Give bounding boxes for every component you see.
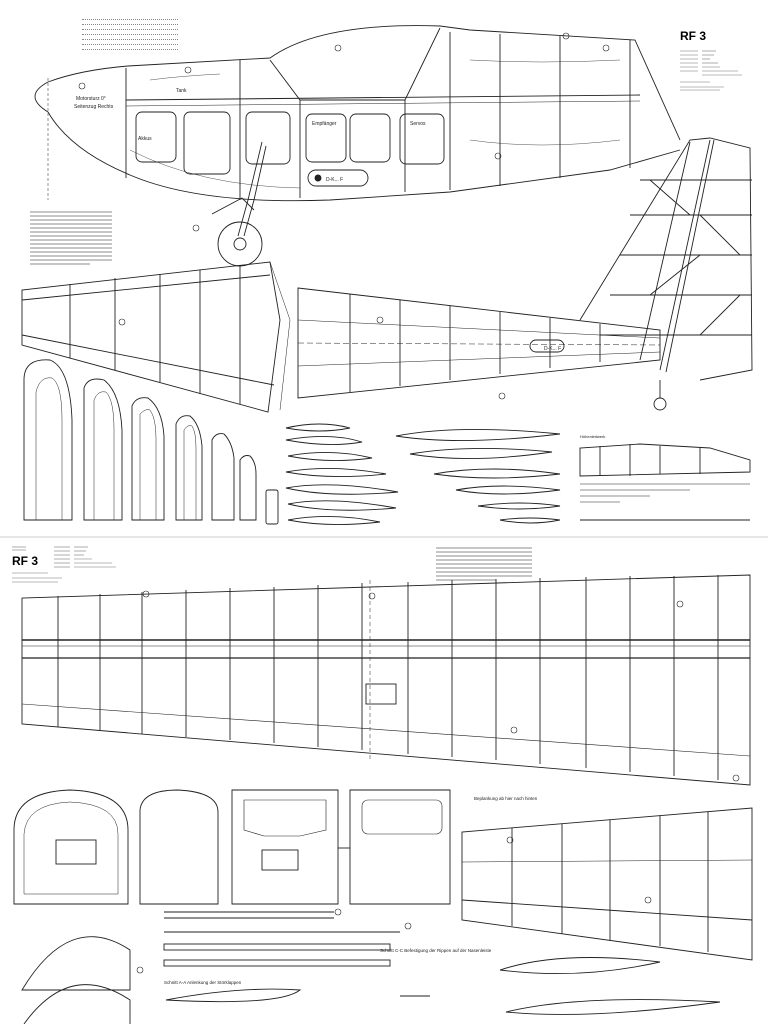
stabilizer-note: Höhenleitwerk [580, 434, 605, 439]
registration-label: D-K... F [326, 177, 343, 183]
receiver-label: Empfänger [312, 121, 337, 127]
flap-section-label: Schnitt A-A Anlenkung der Störklappen [164, 980, 242, 985]
vertical-tail [579, 137, 753, 411]
wing-note: Beplankung ab hier nach hinten [474, 796, 538, 801]
plan-title-bottom: RF 3 [12, 554, 39, 568]
servos-label: Servos [410, 121, 426, 127]
spec-lines-top [680, 50, 742, 91]
tailplane [461, 807, 753, 961]
spec-block-bottom [12, 545, 122, 590]
description-lines-bottom [436, 547, 532, 581]
tail-registration-label: D-K... F [544, 346, 561, 352]
plan-title-top: RF 3 [680, 29, 707, 43]
motor-label: Motorsturz 0° [76, 96, 106, 102]
small-side-view [579, 443, 751, 521]
tank-label: Tank [176, 88, 187, 94]
landing-gear-note [30, 210, 114, 274]
rib-section-label: Schnitt C-C Befestigung der Rippen auf d… [380, 948, 492, 953]
bottom-parts [163, 911, 721, 1015]
description-text-top [82, 16, 178, 56]
part-number-markers [78, 32, 740, 974]
fuselage-top-view [297, 287, 661, 399]
landing-gear-note-lines [30, 211, 112, 265]
battery-label: Akkus [138, 136, 152, 142]
description-text-bottom [436, 546, 534, 590]
side-thrust-label: Seitenzug Rechts [74, 104, 114, 110]
fuselage-formers [23, 359, 279, 525]
section-profiles [285, 423, 561, 526]
bottom-formers [13, 789, 451, 1024]
landing-gear [211, 141, 267, 267]
stabilizer-panel [21, 261, 291, 413]
fuselage-side-view [34, 25, 681, 202]
spec-lines-bottom [12, 546, 116, 583]
wing-planform [21, 574, 751, 786]
spec-block-top [680, 48, 756, 92]
